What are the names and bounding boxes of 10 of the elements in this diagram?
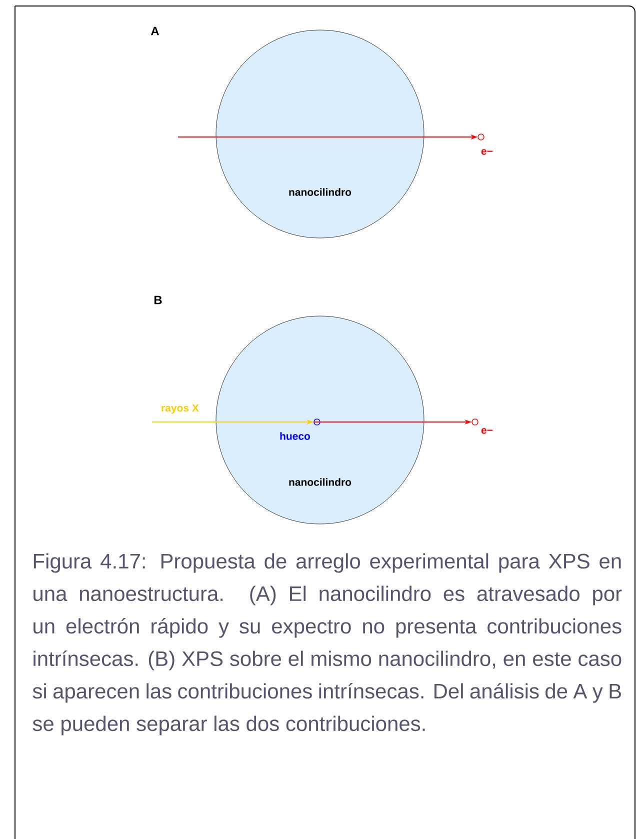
- caption: Figura 4.17: Propuesta de arreglo experimental para XPS en una nanoestructura. (A) El nanocilindro es atravesado por un electrón rápido y su expectro no presenta contribuciones intrínsecas. (B) XPS sobre el mismo nanocilindro, en este caso si aparecen las contribuciones intrínsecas. Del análisis de A y B se pueden separar las dos contribuciones.: [32, 553, 622, 736]
- particle-marker: [472, 418, 478, 426]
- particle-marker: [478, 134, 484, 140]
- panel-letter: A: [150, 26, 159, 36]
- edge-label: rayos X: [162, 404, 199, 414]
- particle-marker: [314, 418, 320, 426]
- particle-label: e−: [481, 428, 493, 434]
- particle-label: hueco: [280, 432, 310, 440]
- particle-label: e−: [481, 149, 493, 155]
- panel-letter: B: [154, 296, 162, 304]
